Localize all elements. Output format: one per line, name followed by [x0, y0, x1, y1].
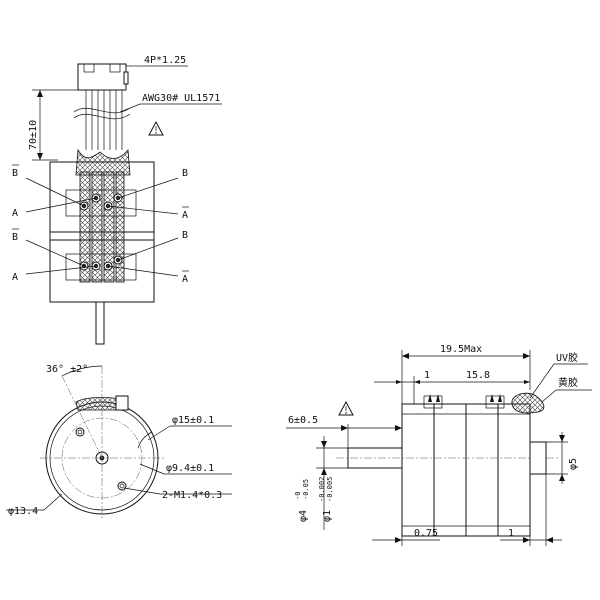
dia-5-dim: φ5	[568, 458, 579, 470]
lead-wires	[73, 90, 131, 150]
dim-0-75: 0.75	[414, 528, 438, 539]
section-view: 19.5Max 1 15.8 UV胶 黄胶 6±0.5	[286, 344, 592, 546]
phase-leaders	[25, 177, 179, 277]
motor-body-side	[49, 161, 155, 303]
shaft-dia-dim: φ4	[298, 510, 309, 522]
label-a-bar-2: A	[182, 274, 188, 285]
dim-1-top: 1	[424, 370, 430, 381]
warning-triangle-icon	[148, 120, 164, 136]
lead-length-dim: 70±10	[28, 120, 39, 150]
yellow-glue-label: 黄胶	[558, 376, 578, 389]
wire-label: AWG30# UL1571	[142, 93, 220, 104]
label-b-bar-2: B	[12, 232, 18, 243]
holes-dim: 2-M1.4*0.3	[162, 490, 222, 501]
dim-1-bottom: 1	[508, 528, 514, 539]
warning-triangle-icon	[338, 400, 354, 416]
label-b-1: B	[182, 168, 188, 179]
dia-15-dim: φ15±0.1	[172, 415, 214, 426]
glue-blob	[511, 392, 545, 414]
label-a-bar-1: A	[182, 210, 188, 221]
shaft-length-dim: 6±0.5	[288, 415, 318, 426]
angle-dim: 36° ±2°	[46, 364, 88, 375]
shaft-side	[95, 301, 105, 345]
dia-13-4-dim: φ13.4	[8, 506, 38, 517]
top-view: B A B A B A B A 4P*1.25 AWG30# UL1571 70	[12, 55, 222, 345]
label-a-1: A	[12, 208, 18, 219]
label-b-bar-1: B	[12, 168, 18, 179]
shaft-tol-lower: -0.05	[302, 479, 310, 500]
pilot-dia-dim: φ1	[322, 510, 333, 522]
pilot-tol-lower: -0.005	[326, 477, 334, 502]
uv-glue-label: UV胶	[556, 351, 578, 364]
shaft-tol-upper: -0	[294, 492, 302, 500]
length-max-dim: 19.5Max	[440, 344, 482, 355]
pilot-tol-upper: -0.002	[318, 477, 326, 502]
front-view: 36° ±2° φ15±0.1 φ9.4±0.1 2-M1.4*0.3 φ13.…	[6, 364, 232, 520]
label-b-2: B	[182, 230, 188, 241]
dim-15-8: 15.8	[466, 370, 490, 381]
connector-label: 4P*1.25	[144, 55, 186, 66]
dia-9-4-dim: φ9.4±0.1	[166, 463, 214, 474]
label-a-2: A	[12, 272, 18, 283]
connector	[77, 63, 129, 91]
